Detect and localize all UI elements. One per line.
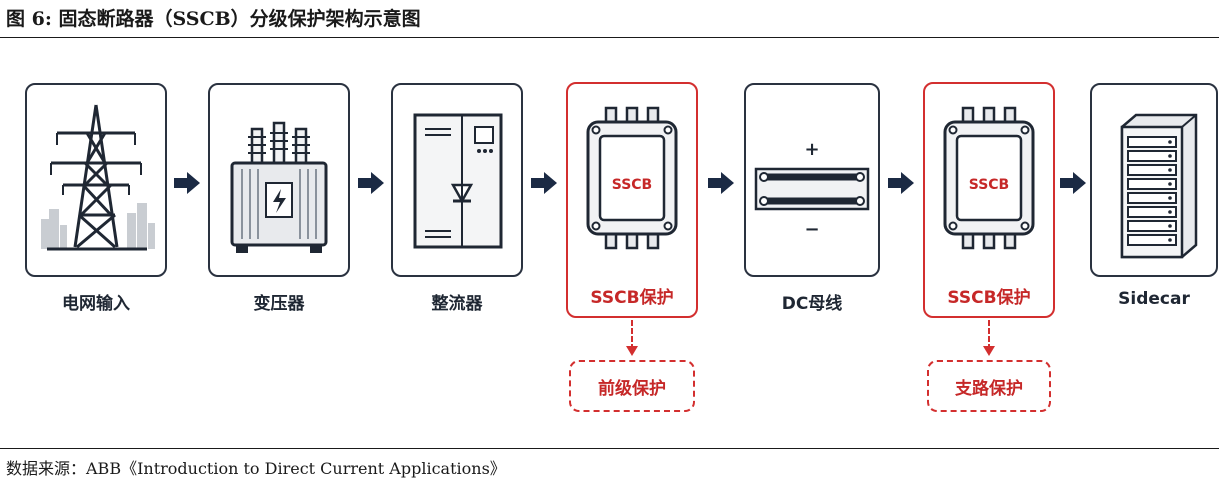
sscb-module-icon [943,106,1035,250]
bus-minus-sign: − [804,219,820,240]
sscb-device-text: SSCB [611,177,653,193]
node-dc-bus: + − [744,83,880,277]
flow-arrow-icon [358,172,384,194]
sscb-device-text: SSCB [968,177,1010,193]
node-label-sscb-main: SSCB保护 [590,288,674,308]
node-label-dc-bus: DC母线 [781,294,843,314]
flow-arrow-icon [708,172,734,194]
bus-plus-sign: + [804,139,820,160]
rectifier-icon [413,113,503,249]
sscb-module-icon [586,106,678,250]
server-rack-icon [1120,113,1198,259]
node-label-rectifier: 整流器 [431,294,483,314]
node-sidecar [1090,83,1218,277]
node-label-transformer: 变压器 [253,294,305,314]
source-note: 数据来源：ABB《Introduction to Direct Current … [6,459,506,478]
dashed-arrowhead-icon [983,346,995,356]
node-label-grid: 电网输入 [62,294,130,314]
power-tower-icon [41,104,155,251]
node-transformer [208,83,350,277]
node-rectifier [391,83,523,277]
bottom-rule [0,448,1219,449]
protection-level-upstream: 前级保护 [569,360,695,412]
node-sscb-main: SSCB [566,82,698,318]
flow-arrow-icon [531,172,557,194]
top-rule [0,37,1219,38]
node-grid-input [25,83,167,277]
transformer-icon [230,121,328,253]
dashed-arrowhead-icon [626,346,638,356]
flow-arrow-icon [1060,172,1086,194]
node-sscb-branch: SSCB [923,82,1055,318]
node-label-sidecar: Sidecar [1118,289,1190,309]
dashed-connector [631,320,633,350]
protection-level-branch: 支路保护 [927,360,1051,412]
dashed-connector [988,320,990,350]
dc-busbar-icon [754,167,870,211]
figure-title: 图 6: 固态断路器（SSCB）分级保护架构示意图 [6,8,421,30]
node-label-sscb-branch: SSCB保护 [947,288,1031,308]
flow-arrow-icon [174,172,200,194]
flow-arrow-icon [888,172,914,194]
